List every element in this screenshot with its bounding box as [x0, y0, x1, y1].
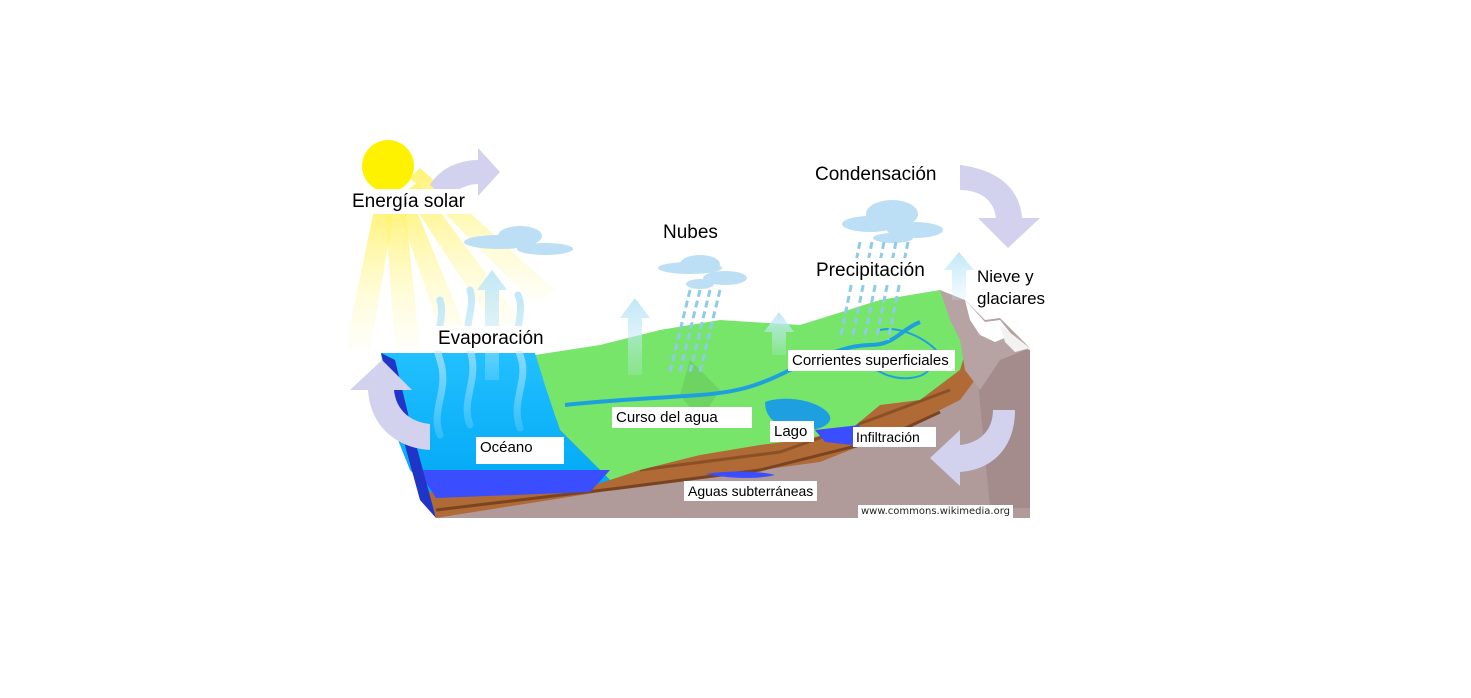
credit-text: www.commons.wikimedia.org [858, 505, 1013, 518]
cycle-arrow-top-left [430, 148, 500, 200]
sun [362, 140, 414, 192]
label-ocean: Océano [476, 437, 564, 464]
label-river: Curso del agua [612, 407, 752, 428]
cycle-arrow-right [930, 410, 1015, 486]
label-precipitation: Precipitación [812, 258, 931, 283]
cloud-over-ocean [464, 226, 573, 255]
mountain [940, 290, 1030, 390]
label-condensation: Condensación [815, 164, 937, 185]
cycle-arrow-top-right [960, 165, 1040, 248]
label-clouds: Nubes [663, 222, 718, 243]
vapor-arrow [944, 252, 974, 300]
cycle-arrow-left [350, 360, 430, 450]
vapor-wisp [513, 291, 527, 432]
sun-ray [395, 195, 470, 345]
label-snow-line1: Nieve y [977, 267, 1034, 286]
label-evaporation: Evaporación [434, 326, 550, 351]
groundwater-pool [705, 471, 775, 478]
label-solar-energy: Energía solar [348, 189, 472, 214]
deep-water [418, 470, 610, 498]
snow-cap [965, 300, 1012, 342]
snow-cap [1000, 325, 1030, 352]
sun-ray [345, 205, 395, 350]
label-snow-line2: glaciares [977, 289, 1046, 308]
vapor-arrow [620, 298, 650, 375]
land-shadow [680, 360, 720, 420]
vapor-arrow [764, 312, 794, 355]
label-lake: Lago [770, 421, 814, 442]
label-infiltration: Infiltración [853, 427, 936, 447]
river [564, 320, 921, 407]
rain-nubes [668, 289, 722, 373]
cloud-condensation [842, 200, 943, 243]
lake-seep [815, 425, 860, 445]
label-groundwater: Aguas subterráneas [684, 481, 818, 501]
label-surface-streams: Corrientes superficiales [788, 350, 955, 371]
cloud-nubes [658, 255, 747, 289]
vapor-arrow [477, 270, 507, 380]
sun-ray [385, 205, 420, 350]
vapor-wisp [433, 296, 447, 439]
